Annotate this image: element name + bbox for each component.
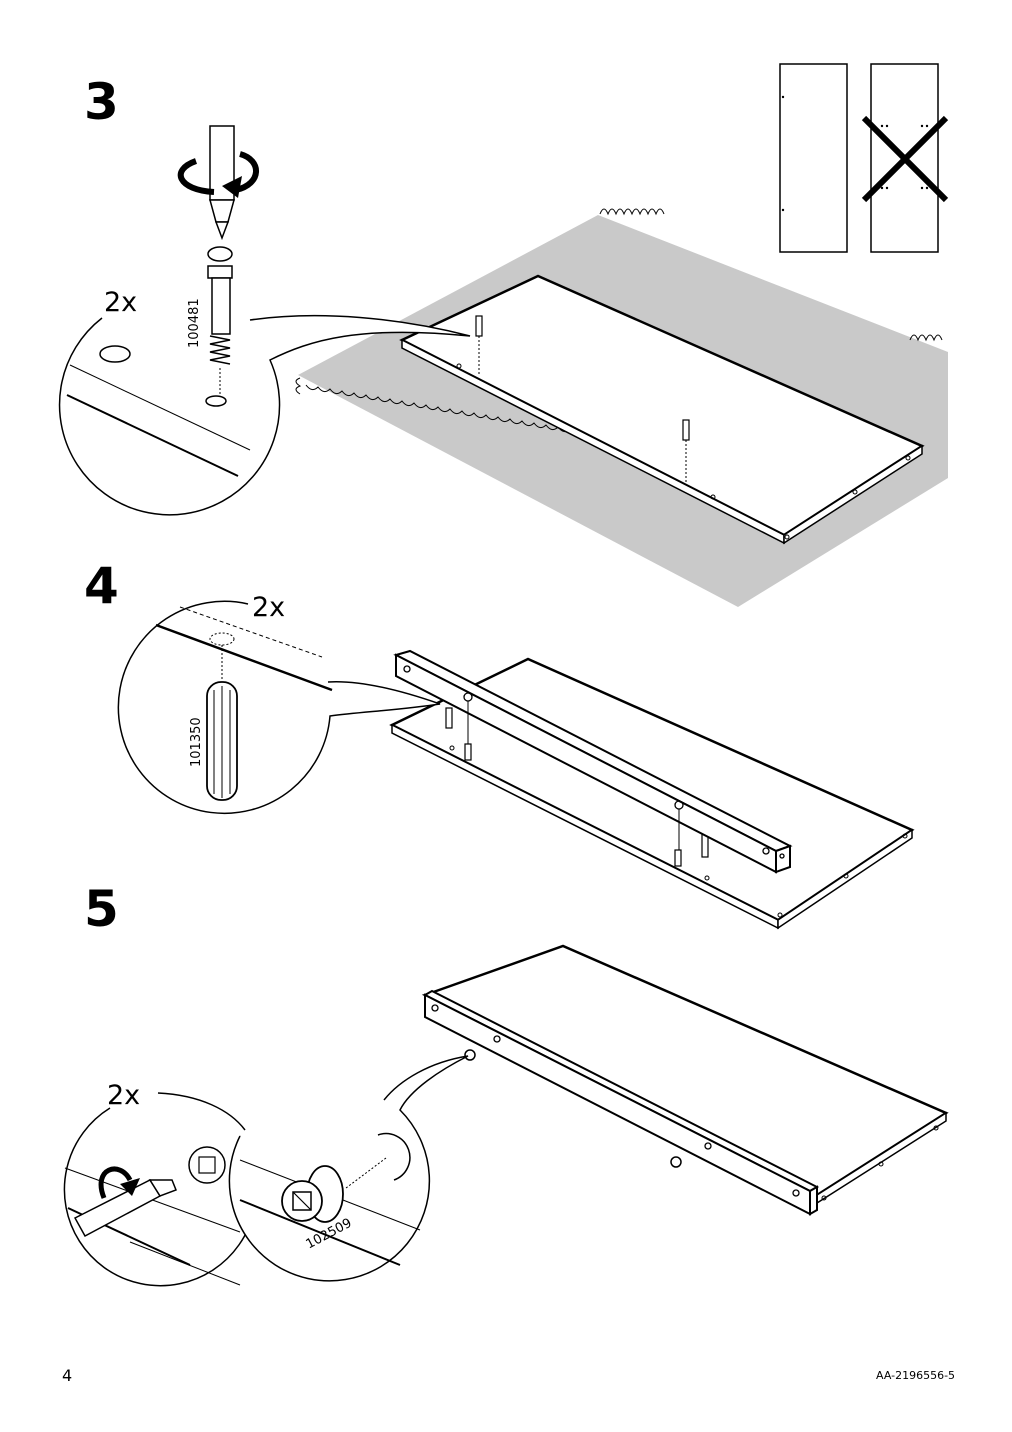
detail-callout-left [63,1092,258,1287]
step-5-quantity: 2x [107,1080,141,1111]
dowel-icon [206,681,238,801]
step-5-diagram [63,944,949,1287]
rotate-clockwise-icon [177,151,259,198]
step-3-number: 3 [84,73,119,131]
detail-callout-right [228,1055,469,1282]
step-4-part-code: 101350 [189,717,204,767]
orientation-correct-icon [779,63,848,253]
screwdriver-icon [73,1179,177,1238]
screw-icon [207,246,233,395]
step-5-number: 5 [84,880,119,938]
board [421,944,949,1205]
screw-part [682,419,690,483]
cam-lock-part [464,1049,682,1168]
step-4-number: 4 [84,557,119,615]
step-4-quantity: 2x [252,592,286,623]
screwdriver-icon [209,125,235,241]
document-code: AA-2196556-5 [876,1369,956,1382]
step-3-diagram [58,63,949,607]
rail [422,989,820,1216]
step-3-part-code: 100481 [187,298,202,348]
rotate-clockwise-icon [98,1166,140,1199]
page-number: 4 [62,1366,73,1385]
detail-callout [58,314,471,516]
screw-part [475,315,483,375]
step-3-quantity: 2x [104,287,138,318]
dowel-part [445,707,709,867]
orientation-wrong-icon [861,63,949,253]
detail-callout [117,600,441,815]
rail [393,649,793,874]
board [399,274,925,545]
step-4-diagram [117,600,915,930]
cam-lock-icon [281,1165,344,1223]
